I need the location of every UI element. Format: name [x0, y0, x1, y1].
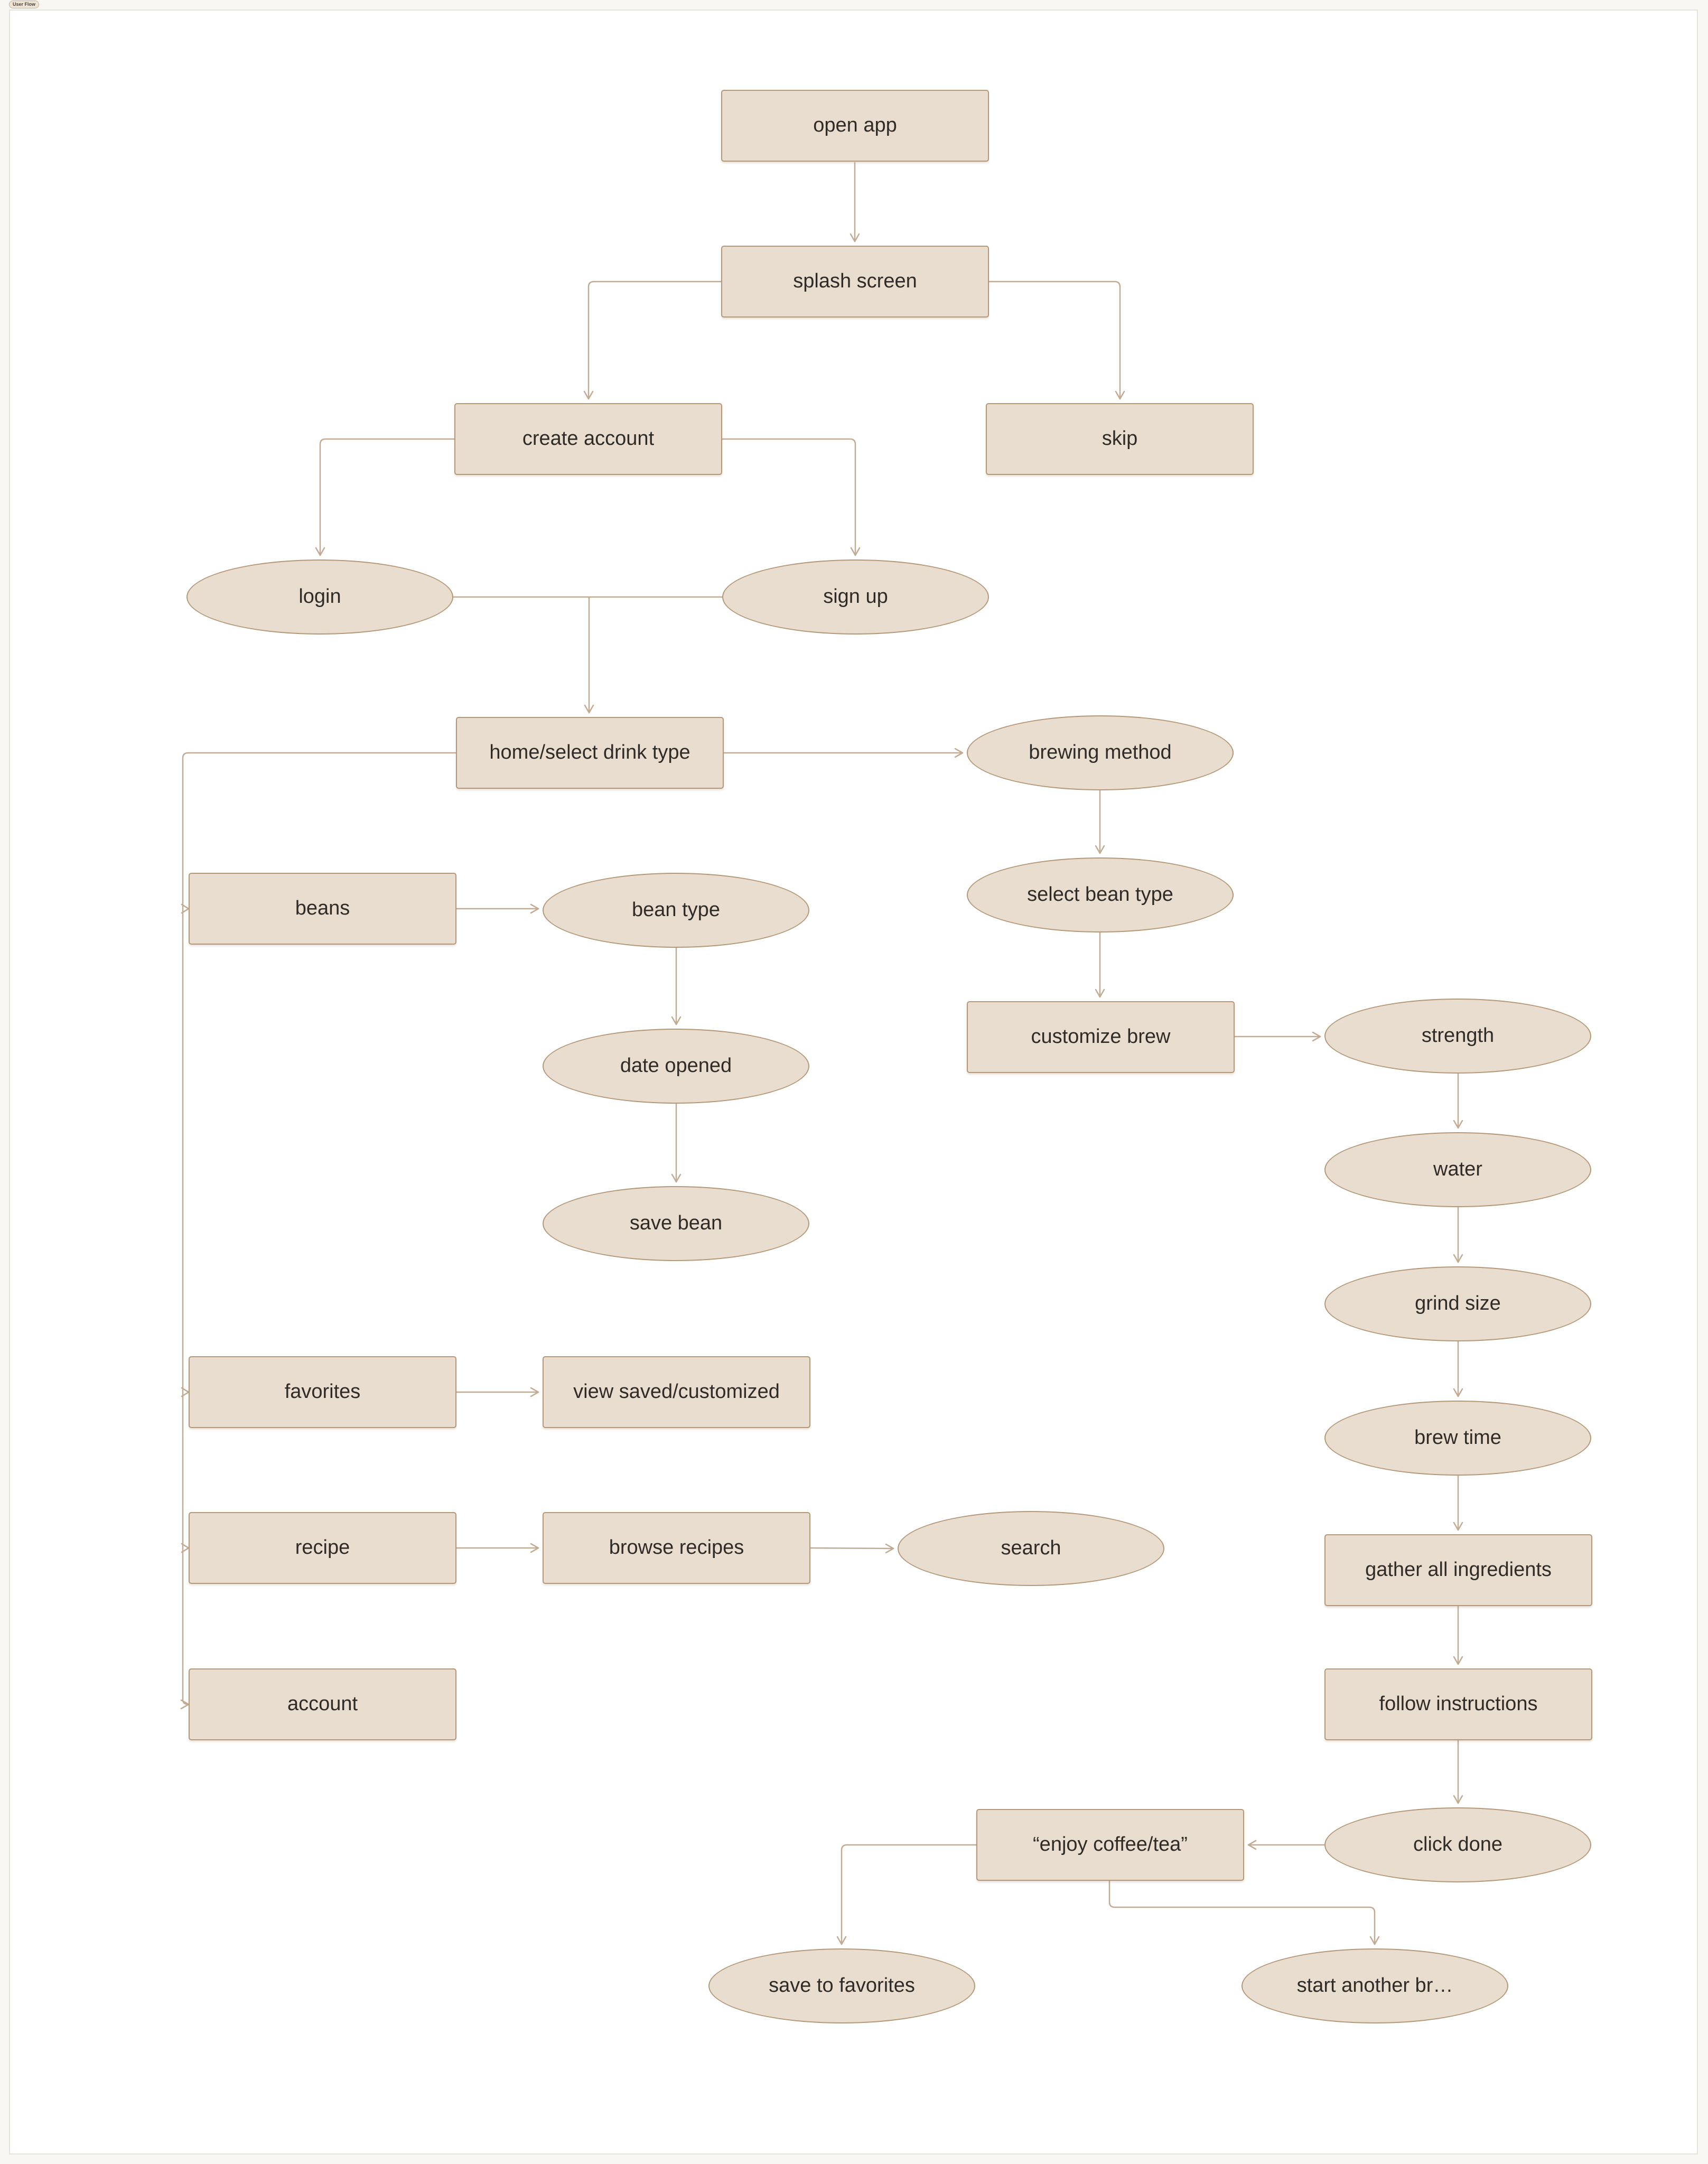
node-label: click done — [1413, 1833, 1502, 1856]
node-enjoy[interactable]: “enjoy coffee/tea” — [976, 1809, 1244, 1881]
node-start-another-brew[interactable]: start another br… — [1242, 1948, 1508, 2023]
node-label: bean type — [632, 899, 720, 921]
node-label: splash screen — [793, 270, 917, 293]
section-frame — [9, 10, 1698, 2154]
edge-create-account-to-login — [315, 438, 455, 556]
node-label: sign up — [823, 585, 888, 608]
node-label: save bean — [629, 1212, 723, 1235]
node-save-to-favorites[interactable]: save to favorites — [708, 1948, 975, 2023]
node-label: favorites — [284, 1381, 361, 1403]
node-skip[interactable]: skip — [986, 403, 1254, 475]
node-label: beans — [295, 897, 350, 920]
node-label: home/select drink type — [489, 741, 690, 764]
node-strength[interactable]: strength — [1324, 999, 1591, 1074]
node-date-opened[interactable]: date opened — [543, 1029, 809, 1104]
edge-browse-recipes-to-search — [809, 1543, 894, 1554]
node-home[interactable]: home/select drink type — [456, 717, 724, 789]
node-label: date opened — [620, 1055, 732, 1077]
node-label: login — [298, 585, 341, 608]
node-label: follow instructions — [1379, 1693, 1538, 1715]
node-select-bean-type[interactable]: select bean type — [967, 857, 1234, 932]
node-beans[interactable]: beans — [189, 873, 456, 945]
node-label: account — [287, 1693, 358, 1715]
node-account[interactable]: account — [189, 1668, 456, 1740]
node-gather-ingredients[interactable]: gather all ingredients — [1324, 1534, 1592, 1606]
node-label: create account — [522, 427, 655, 450]
node-label: select bean type — [1027, 883, 1173, 906]
node-label: strength — [1421, 1024, 1495, 1047]
edge-splash-screen-to-create-account — [583, 281, 722, 400]
node-login[interactable]: login — [186, 559, 453, 635]
node-recipe[interactable]: recipe — [189, 1512, 456, 1584]
node-label: browse recipes — [609, 1536, 744, 1559]
node-label: water — [1433, 1158, 1482, 1181]
node-label: grind size — [1415, 1292, 1501, 1315]
edge-splash-screen-to-skip — [988, 281, 1125, 400]
edge-enjoy-to-start-another-brew — [1108, 1880, 1380, 1945]
node-label: skip — [1102, 427, 1138, 450]
node-label: brewing method — [1029, 741, 1172, 764]
node-water[interactable]: water — [1324, 1132, 1591, 1207]
node-bean-type[interactable]: bean type — [543, 873, 809, 948]
node-brewing-method[interactable]: brewing method — [967, 715, 1234, 790]
node-label: recipe — [295, 1536, 350, 1559]
node-create-account[interactable]: create account — [454, 403, 722, 475]
edge-create-account-to-sign-up — [721, 438, 861, 556]
node-save-bean[interactable]: save bean — [543, 1186, 809, 1261]
node-label: “enjoy coffee/tea” — [1033, 1833, 1188, 1856]
node-customize-brew[interactable]: customize brew — [967, 1001, 1235, 1073]
node-label: customize brew — [1031, 1025, 1171, 1048]
node-sign-up[interactable]: sign up — [722, 559, 989, 635]
section-label[interactable]: User Flow — [9, 1, 40, 8]
edge-enjoy-to-save-to-favorites — [836, 1844, 977, 1945]
node-label: save to favorites — [769, 1974, 915, 1997]
node-follow-instructions[interactable]: follow instructions — [1324, 1668, 1592, 1740]
node-favorites[interactable]: favorites — [189, 1356, 456, 1428]
node-label: view saved/customized — [573, 1381, 780, 1403]
node-label: search — [1001, 1537, 1061, 1560]
node-label: open app — [813, 114, 897, 137]
node-view-saved[interactable]: view saved/customized — [543, 1356, 810, 1428]
node-label: gather all ingredients — [1365, 1559, 1552, 1581]
node-label: brew time — [1414, 1426, 1501, 1449]
node-brew-time[interactable]: brew time — [1324, 1401, 1591, 1476]
node-click-done[interactable]: click done — [1324, 1807, 1591, 1882]
node-label: start another br… — [1296, 1974, 1453, 1997]
node-browse-recipes[interactable]: browse recipes — [543, 1512, 810, 1584]
node-open-app[interactable]: open app — [721, 90, 989, 162]
node-search[interactable]: search — [898, 1511, 1164, 1586]
edge-home-to-account — [180, 752, 457, 1710]
node-grind-size[interactable]: grind size — [1324, 1266, 1591, 1341]
node-splash-screen[interactable]: splash screen — [721, 246, 989, 318]
